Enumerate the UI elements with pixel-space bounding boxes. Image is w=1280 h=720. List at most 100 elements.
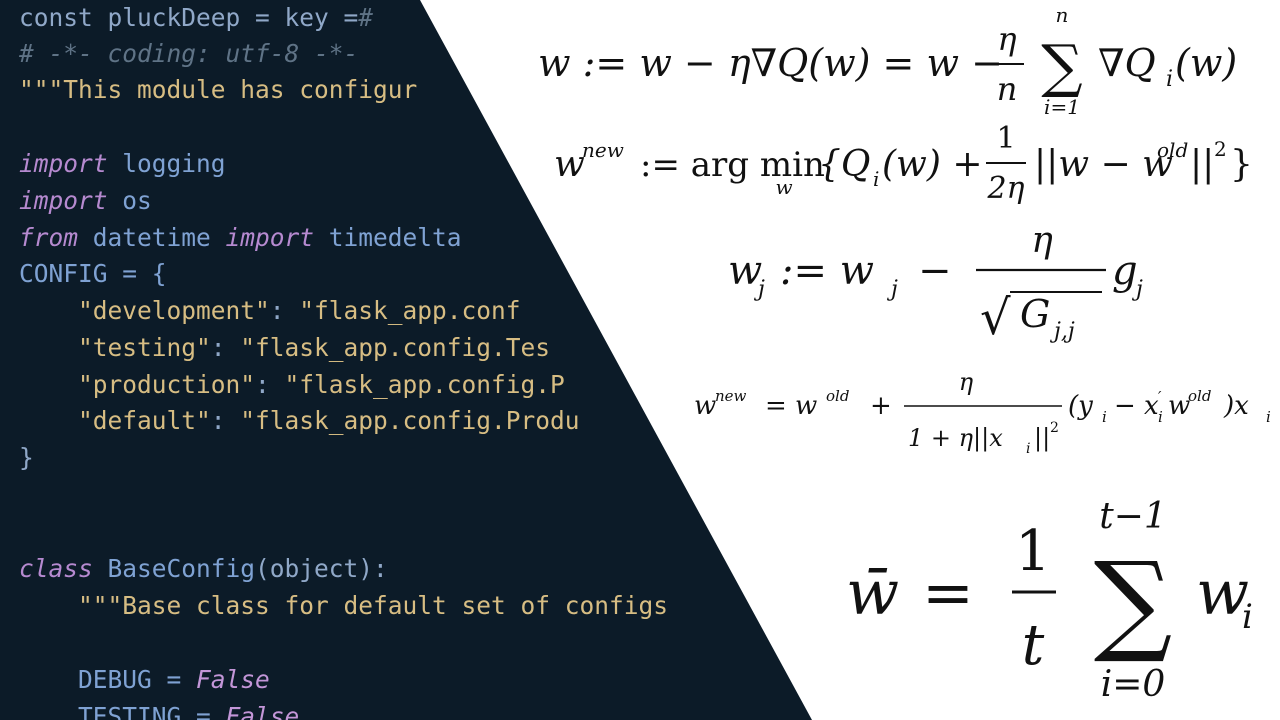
f4-sup-old2: old xyxy=(1188,387,1211,405)
f5-sum-symbol: ∑ xyxy=(1094,538,1173,666)
formula-sgd-update: w := w − η∇Q(w) = w − η n n ∑ i=1 ∇Q i (… xyxy=(538,3,1237,119)
formula-proximal-update: w new := arg min w {Q i (w) + 1 2η ||w −… xyxy=(554,121,1253,206)
code-token: from xyxy=(19,223,79,252)
code-line: """This module has configur xyxy=(19,72,417,108)
f1-tail-end: (w) xyxy=(1175,41,1237,85)
code-token: (object): xyxy=(255,554,388,583)
code-token: os xyxy=(107,186,152,215)
f2-close: } xyxy=(1230,144,1253,185)
f2-norm-end: || xyxy=(1190,144,1214,185)
f5-frac-num: 1 xyxy=(1015,519,1051,584)
f4-frac-den: 1 + η||x xyxy=(908,424,1003,453)
f4-minus: − x xyxy=(1114,391,1159,421)
code-line: import os xyxy=(19,183,152,219)
f4-paren: (y xyxy=(1068,391,1093,421)
formula-averaging: w̄ = 1 t t−1 ∑ i=0 w i xyxy=(846,496,1253,705)
code-line: } xyxy=(19,440,34,476)
code-line: class BaseConfig(object): xyxy=(19,551,388,587)
code-token: "flask_app.config.Tes xyxy=(240,333,551,362)
code-token: "development" xyxy=(19,296,270,325)
f3-op: := w xyxy=(780,248,874,294)
f4-last-sub: i xyxy=(1266,408,1271,426)
f1-sum-upper: n xyxy=(1056,3,1069,27)
formula-adagrad: w j := w j − η √ G j,j g j xyxy=(728,220,1143,346)
code-token: TESTING = xyxy=(19,702,226,720)
code-line: TESTING = False xyxy=(19,699,299,720)
f2-sup-new: new xyxy=(582,138,624,162)
f2-q-arg: (w) + xyxy=(882,144,983,185)
formula-normalized-update: w new = w old + η 1 + η||x i || 2 (y i −… xyxy=(694,368,1271,457)
code-token: class xyxy=(19,554,93,583)
f1-lhs: w := w − η∇Q(w) = w − xyxy=(538,41,1003,85)
f1-frac-num: η xyxy=(997,20,1016,58)
code-token: "flask_app.config.P xyxy=(284,370,565,399)
code-line: "testing": "flask_app.config.Tes xyxy=(19,330,550,366)
code-token: import xyxy=(19,149,108,178)
f4-sup-new: new xyxy=(715,387,747,405)
code-token: timedelta xyxy=(314,223,462,252)
code-line: """Base class for default set of configs xyxy=(19,588,668,624)
code-token: } xyxy=(19,443,34,472)
f3-sqrt-symbol: √ xyxy=(980,290,1011,346)
code-line: "default": "flask_app.config.Produ xyxy=(19,403,580,439)
code-token: : xyxy=(269,296,300,325)
f3-w: w xyxy=(728,248,762,294)
f4-eq: = w xyxy=(765,391,817,421)
f1-tail: ∇Q xyxy=(1098,41,1156,85)
f3-g: g xyxy=(1112,248,1138,294)
f2-min-sub: w xyxy=(775,175,792,199)
code-token: CONFIG = { xyxy=(19,259,167,288)
code-token: "flask_app.config.Produ xyxy=(240,406,580,435)
f5-frac-den: t xyxy=(1022,613,1045,678)
code-token: import xyxy=(225,223,315,252)
f4-y-sub: i xyxy=(1102,408,1107,426)
f5-w-sub: i xyxy=(1242,597,1253,637)
code-token: BaseConfig xyxy=(92,554,256,583)
code-token: False xyxy=(225,702,300,720)
f1-sum-symbol: ∑ xyxy=(1041,32,1082,100)
f3-g-sub: j,j xyxy=(1049,319,1075,344)
f2-sup-old: old xyxy=(1157,138,1188,162)
code-token: False xyxy=(196,665,270,694)
f4-x-prime: ′ xyxy=(1158,388,1162,406)
code-token: "default" xyxy=(19,406,211,435)
f4-plus: + xyxy=(870,391,892,421)
f3-minus: − xyxy=(918,248,952,294)
f2-op: := arg min xyxy=(640,145,825,185)
f4-w2: w xyxy=(1168,391,1190,421)
code-token: const pluckDeep = key = xyxy=(19,3,359,32)
code-line: "development": "flask_app.conf xyxy=(19,293,521,329)
f4-den-end: || xyxy=(1034,424,1050,453)
code-line: import logging xyxy=(19,146,226,182)
code-token: logging xyxy=(107,149,226,178)
code-line: CONFIG = { xyxy=(19,256,167,292)
f3-g-cap: G xyxy=(1020,292,1050,336)
f2-frac-den: 2η xyxy=(986,171,1024,206)
code-token: """Base class for default set of configs xyxy=(19,591,669,620)
code-line: from datetime import timedelta xyxy=(19,220,462,256)
f4-frac-num: η xyxy=(959,368,974,396)
code-token: """This module has configur xyxy=(19,75,418,104)
code-token: "production" xyxy=(19,370,256,399)
code-line: const pluckDeep = key =# xyxy=(19,0,373,36)
f2-norm: ||w − w xyxy=(1034,144,1173,185)
f3-sub-j2: j xyxy=(886,277,898,302)
code-token: : xyxy=(210,406,241,435)
f2-w: w xyxy=(554,144,585,185)
code-line: "production": "flask_app.config.P xyxy=(19,367,565,403)
f4-sup-old: old xyxy=(826,387,849,405)
code-token: DEBUG = xyxy=(19,665,197,694)
f5-sum-lower: i=0 xyxy=(1101,664,1166,705)
f4-x-sub: i xyxy=(1158,408,1163,426)
f1-tail-sub: i xyxy=(1166,67,1173,92)
code-token: # -*- coding: utf-8 -*- xyxy=(19,39,359,68)
f1-sum-lower: i=1 xyxy=(1044,95,1080,119)
f4-w: w xyxy=(694,391,716,421)
code-token: # xyxy=(358,3,374,32)
f2-q-sub: i xyxy=(873,167,879,191)
f5-wbar: w̄ xyxy=(846,556,899,629)
code-token: : xyxy=(255,370,285,399)
code-token: datetime xyxy=(78,223,226,252)
